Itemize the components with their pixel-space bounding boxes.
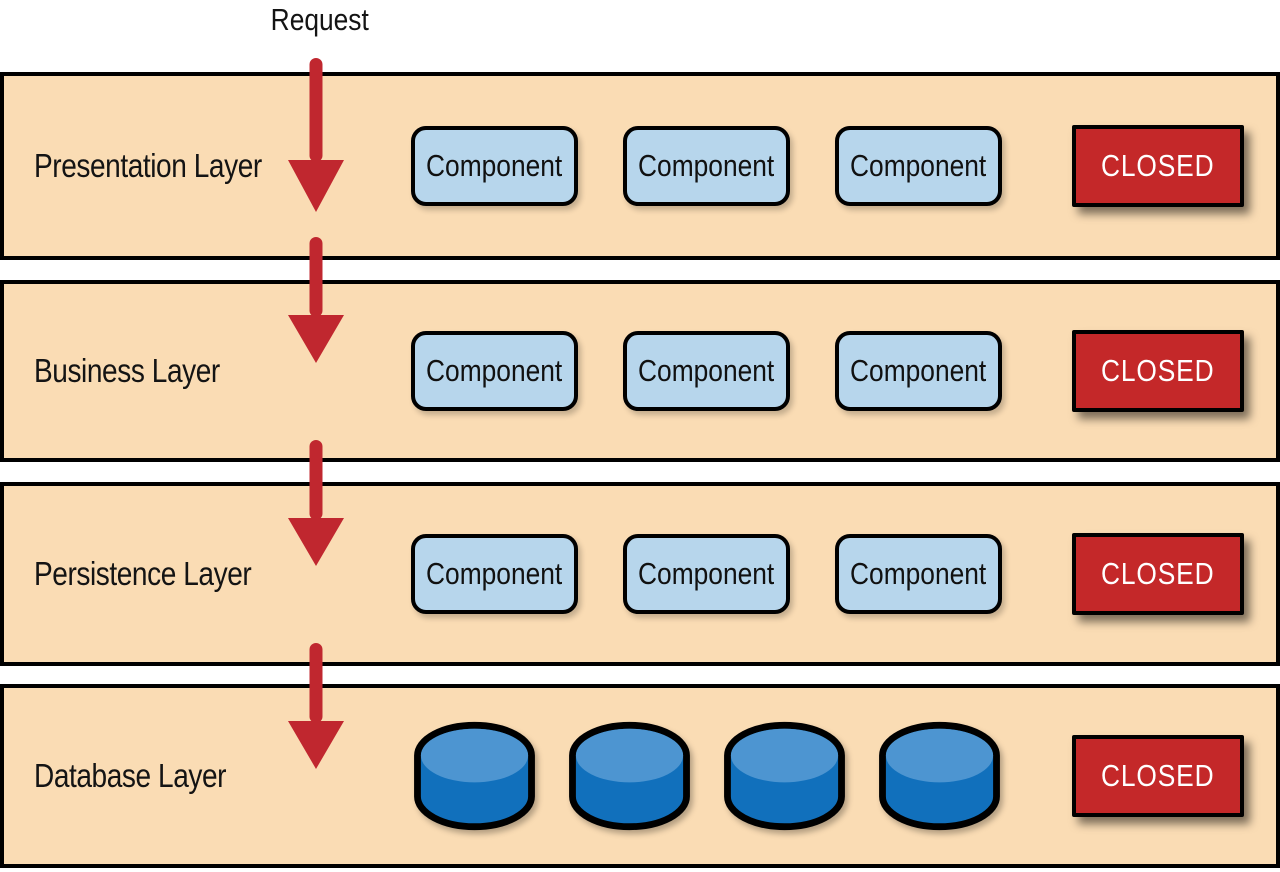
down-arrow-icon <box>288 643 344 769</box>
component-box: Component <box>411 126 578 206</box>
database-icon <box>569 721 690 831</box>
layer-label: Database Layer <box>34 757 227 794</box>
component-box: Component <box>835 126 1002 206</box>
layer-presentation: Presentation Layer Component Component C… <box>0 72 1280 260</box>
database-icon <box>414 721 535 831</box>
request-label-text: Request <box>270 2 370 37</box>
component-row: Component Component Component <box>411 126 1002 206</box>
database-icon <box>879 721 1000 831</box>
layer-database: Database Layer CLOSED <box>0 684 1280 868</box>
closed-status-badge: CLOSED <box>1072 533 1244 615</box>
layer-business: Business Layer Component Component Compo… <box>0 280 1280 462</box>
component-box: Component <box>835 331 1002 411</box>
component-box: Component <box>623 534 790 614</box>
database-row <box>411 719 1003 834</box>
component-box: Component <box>835 534 1002 614</box>
database-icon <box>724 721 845 831</box>
down-arrow-icon <box>288 237 344 363</box>
component-box: Component <box>411 331 578 411</box>
closed-status-badge: CLOSED <box>1072 330 1244 412</box>
layer-label: Presentation Layer <box>34 147 262 184</box>
layer-label: Persistence Layer <box>34 555 252 592</box>
component-row: Component Component Component <box>411 331 1002 411</box>
layer-persistence: Persistence Layer Component Component Co… <box>0 482 1280 666</box>
request-label: Request <box>220 2 420 38</box>
down-arrow-icon <box>288 58 344 212</box>
layer-label: Business Layer <box>34 352 220 389</box>
component-box: Component <box>623 331 790 411</box>
component-box: Component <box>623 126 790 206</box>
down-arrow-icon <box>288 440 344 566</box>
component-box: Component <box>411 534 578 614</box>
closed-status-badge: CLOSED <box>1072 125 1244 207</box>
closed-status-badge: CLOSED <box>1072 735 1244 817</box>
component-row: Component Component Component <box>411 534 1002 614</box>
